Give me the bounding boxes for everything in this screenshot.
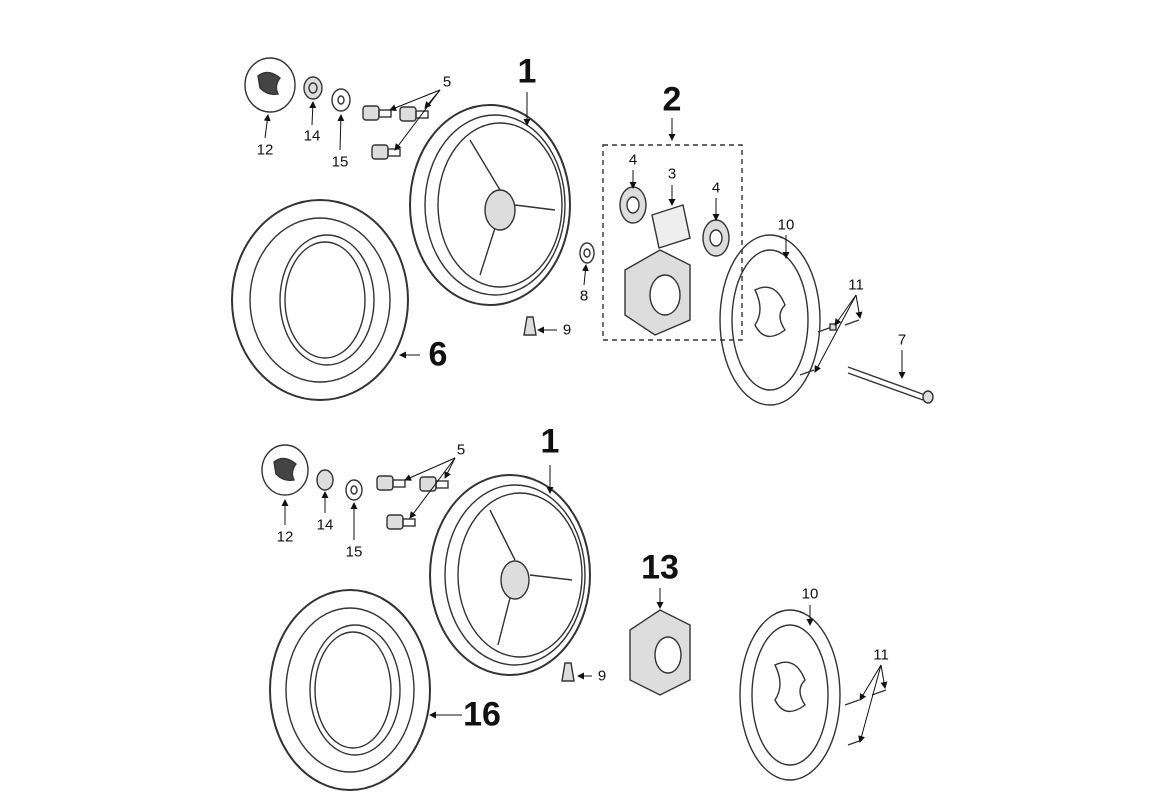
callout-emblem-bottom: 12: [276, 528, 294, 546]
leader-lines: [263, 89, 906, 743]
disc-screws-bottom: [844, 689, 887, 746]
hub-top: [624, 249, 691, 336]
callout-spacer: 3: [667, 165, 677, 183]
callout-disc-top: 10: [777, 216, 795, 234]
callout-emblem-top: 12: [256, 141, 274, 159]
wheel-rim-top: [409, 104, 571, 306]
nut-top: [303, 76, 323, 100]
callout-disc-screws-bottom: 11: [873, 646, 889, 664]
emblem-cap-bottom: [261, 444, 309, 496]
callout-bearing-left: 4: [628, 151, 638, 169]
callout-disc-bottom: 10: [801, 585, 819, 603]
callout-wheel-bottom: 1: [540, 422, 560, 461]
bearing-right: [702, 219, 730, 257]
bolts-top: [362, 105, 429, 160]
axle: [847, 366, 934, 404]
callout-bolts-bottom: 5: [456, 441, 466, 459]
callout-hub-bottom: 13: [641, 548, 679, 587]
bearing-left: [619, 186, 647, 224]
callout-valve-top: 9: [562, 321, 572, 339]
hub-kit-box: [602, 144, 743, 341]
brake-disc-bottom: [739, 609, 841, 781]
callout-bolts-top: 5: [442, 73, 452, 91]
callout-valve-bottom: 9: [597, 667, 607, 685]
callout-washer-small-top: 15: [331, 153, 349, 171]
callout-disc-screws-top: 11: [848, 276, 864, 294]
callout-nut-top: 14: [303, 127, 321, 145]
valve-top: [523, 316, 537, 336]
disc-screws-top: [799, 319, 860, 376]
brake-disc-top: [719, 234, 821, 406]
callout-axle: 7: [897, 331, 907, 349]
callout-bearing-right: 4: [711, 179, 721, 197]
callout-nut-bottom: 14: [316, 516, 334, 534]
nut-bottom: [316, 469, 334, 491]
washer-bottom: [345, 479, 363, 501]
spacer: [651, 204, 691, 249]
callout-washer-small-bottom: 15: [345, 543, 363, 561]
callout-hub-kit: 2: [662, 80, 682, 119]
washer-8: [579, 242, 595, 264]
bolts-bottom: [376, 475, 449, 530]
valve-bottom: [561, 662, 575, 682]
emblem-cap-top: [244, 57, 296, 113]
callout-tire-top: 6: [428, 335, 448, 374]
wheel-rim-bottom: [429, 474, 591, 676]
tire-bottom: [269, 589, 431, 791]
callout-tire-bottom: 16: [463, 695, 501, 734]
hub-bottom: [629, 609, 691, 696]
washer-top: [331, 88, 351, 112]
callout-wheel-top: 1: [517, 52, 537, 91]
tire-top: [231, 199, 409, 401]
callout-washer-8: 8: [579, 287, 589, 305]
